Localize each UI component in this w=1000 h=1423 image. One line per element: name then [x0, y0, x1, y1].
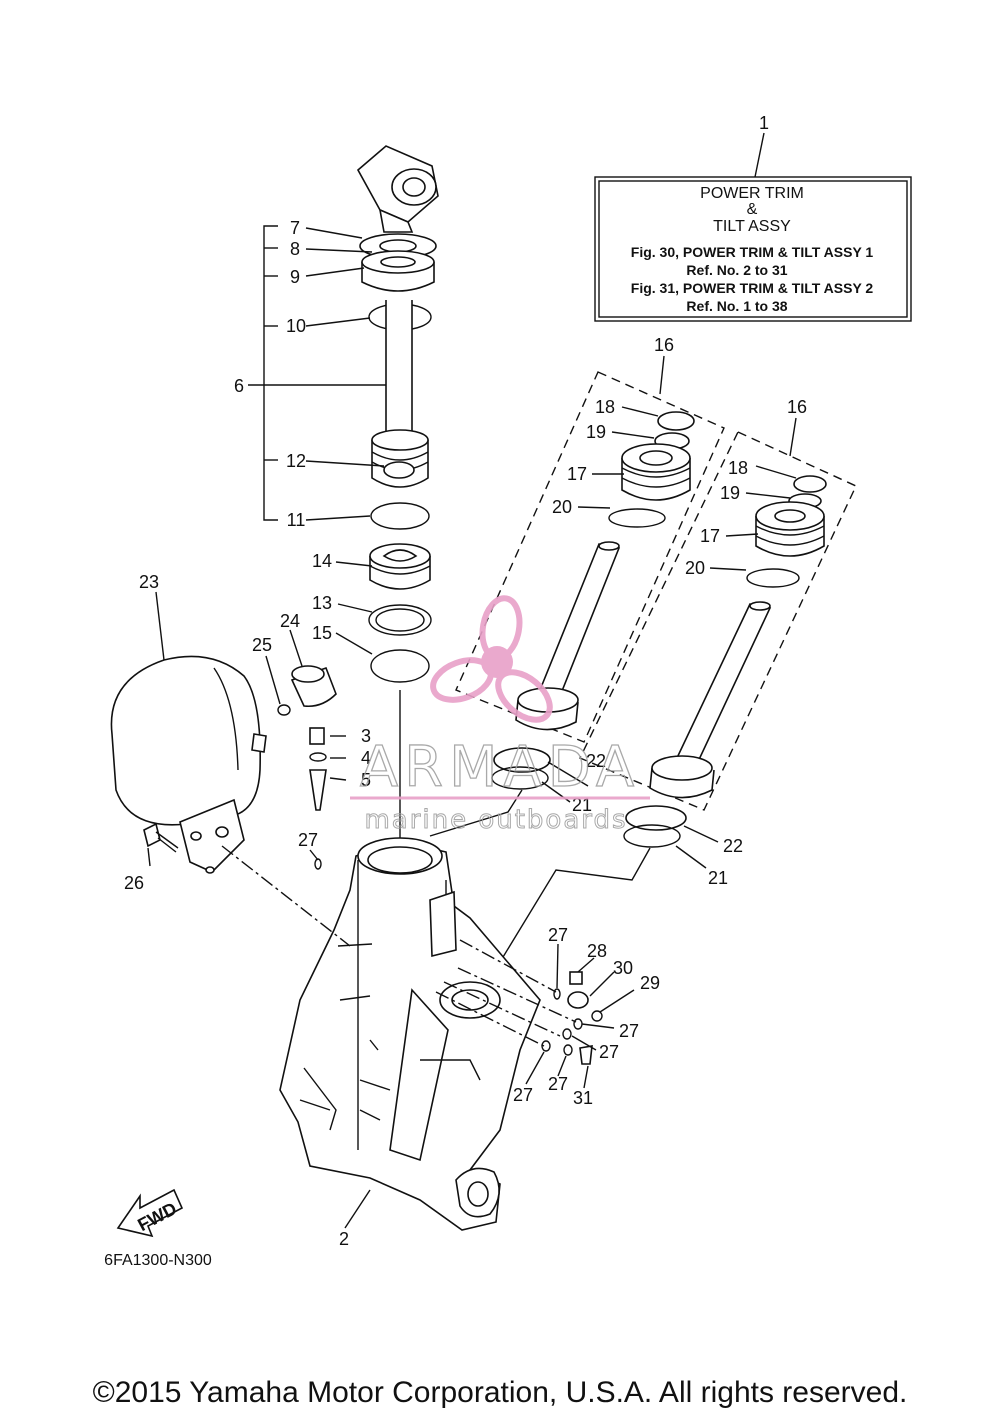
- callout-14: 14: [312, 551, 332, 571]
- copyright-notice: ©2015 Yamaha Motor Corporation, U.S.A. A…: [92, 1376, 908, 1409]
- trim-cylinder-right: [579, 431, 857, 811]
- callout-27-c: 27: [619, 1021, 639, 1041]
- callout-29: 29: [640, 973, 660, 993]
- armada-watermark: ARMADA marine outboards: [350, 595, 650, 836]
- callout-27-d: 27: [599, 1042, 619, 1062]
- callout-25: 25: [252, 635, 272, 655]
- callout-18-b: 18: [728, 458, 748, 478]
- callout-19-a: 19: [586, 422, 606, 442]
- main-body: [279, 837, 541, 1231]
- callout-labels: 7 8 9 10 6 12 11 14 13 15 23 24 25 3 4 5…: [124, 218, 807, 1249]
- callout-31: 31: [573, 1088, 593, 1108]
- callout-8: 8: [290, 239, 300, 259]
- callout-30: 30: [613, 958, 633, 978]
- watermark-tagline: marine outboards: [364, 805, 627, 835]
- leader-lines: [147, 227, 797, 1089]
- callout-28: 28: [587, 941, 607, 961]
- callout-3: 3: [361, 726, 371, 746]
- bolt-26: [143, 822, 179, 853]
- callout-5: 5: [361, 770, 371, 790]
- callout-27-e: 27: [548, 1074, 568, 1094]
- callout-22-b: 22: [723, 836, 743, 856]
- callout-7: 7: [290, 218, 300, 238]
- callout-27-b: 27: [548, 925, 568, 945]
- callout-1: 1: [759, 113, 769, 133]
- callout-4: 4: [361, 748, 371, 768]
- callout-27-a: 27: [298, 830, 318, 850]
- motor-housing: [110, 655, 267, 874]
- callout-11: 11: [287, 510, 306, 530]
- note-fig30-refs: Ref. No. 2 to 31: [686, 262, 787, 278]
- callout-2: 2: [339, 1229, 349, 1249]
- callout-27-f: 27: [513, 1085, 533, 1105]
- callout-18-a: 18: [595, 397, 615, 417]
- note-title-line2: &: [747, 201, 758, 218]
- tilt-rod-assembly: [248, 145, 439, 530]
- note-title-line1: POWER TRIM: [700, 185, 804, 202]
- note-title-line3: TILT ASSY: [713, 218, 791, 235]
- callout-24: 24: [280, 611, 300, 631]
- callout-23: 23: [139, 572, 159, 592]
- callout-20-b: 20: [685, 558, 705, 578]
- callout-6: 6: [234, 376, 244, 396]
- callout-9: 9: [290, 267, 300, 287]
- assembly-note-box: 1 POWER TRIM & TILT ASSY Fig. 30, POWER …: [594, 113, 912, 322]
- drawing-code: 6FA1300-N300: [104, 1252, 212, 1269]
- callout-21-a: 21: [572, 795, 592, 815]
- callout-12: 12: [286, 451, 306, 471]
- callout-16-a: 16: [654, 335, 674, 355]
- note-fig31-refs: Ref. No. 1 to 38: [686, 298, 787, 314]
- callout-16-b: 16: [787, 397, 807, 417]
- callout-19-b: 19: [720, 483, 740, 503]
- callout-17-a: 17: [567, 464, 587, 484]
- small-parts: [221, 845, 603, 1065]
- fwd-arrow: FWD: [116, 1188, 184, 1238]
- note-fig31: Fig. 31, POWER TRIM & TILT ASSY 2: [631, 280, 874, 296]
- callout-21-b: 21: [708, 868, 728, 888]
- callout-22-a: 22: [586, 751, 606, 771]
- callout-17-b: 17: [700, 526, 720, 546]
- callout-26: 26: [124, 873, 144, 893]
- callout-20-a: 20: [552, 497, 572, 517]
- callout-15: 15: [312, 623, 332, 643]
- callout-10: 10: [286, 316, 306, 336]
- propeller-logo-icon: [430, 595, 553, 723]
- cylinder-seals: [368, 543, 432, 860]
- pump-parts: [277, 665, 337, 811]
- note-fig30: Fig. 30, POWER TRIM & TILT ASSY 1: [631, 244, 874, 260]
- callout-13: 13: [312, 593, 332, 613]
- watermark-brand: ARMADA: [360, 735, 640, 800]
